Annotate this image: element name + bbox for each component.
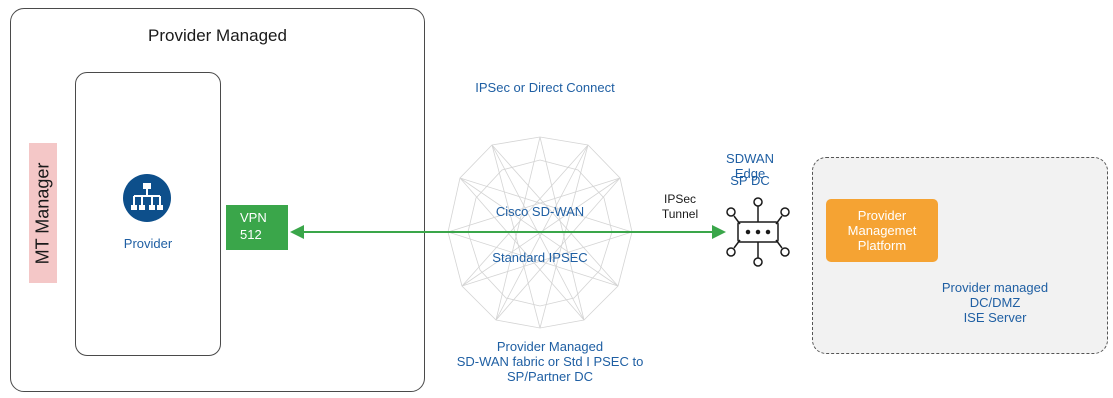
provider-managed-container bbox=[10, 8, 425, 392]
provider-management-platform-box: Provider Managemet Platform bbox=[826, 199, 938, 262]
fabric-caption-line1: Provider Managed bbox=[496, 339, 604, 354]
dc-caption-line3: ISE Server bbox=[963, 310, 1027, 325]
ipsec-tunnel-label: IPSec Tunnel bbox=[650, 192, 710, 222]
platform-line2: Managemet bbox=[847, 223, 917, 238]
ipsec-tunnel-line1: IPSec bbox=[663, 192, 696, 206]
sdwan-edge-label: SDWAN Edge bbox=[726, 151, 774, 181]
router-icon bbox=[726, 197, 790, 267]
platform-line3: Platform bbox=[857, 238, 907, 253]
ise-server-caption: Provider managed DC/DMZ ISE Server bbox=[925, 280, 1065, 325]
sp-dc-label: SP DC bbox=[730, 173, 770, 188]
standard-ipsec-label: Standard IPSEC bbox=[492, 250, 588, 265]
dc-caption-line1: Provider managed bbox=[941, 280, 1049, 295]
provider-label: Provider bbox=[123, 236, 173, 251]
platform-line1: Provider bbox=[857, 208, 907, 223]
provider-managed-title: Provider Managed bbox=[148, 26, 287, 45]
network-hierarchy-icon bbox=[123, 174, 171, 222]
vpn-512-box: VPN 512 bbox=[226, 205, 288, 250]
vpn-label-line1: VPN bbox=[240, 210, 267, 225]
mt-manager-label: MT Manager bbox=[29, 143, 57, 283]
sdwan-cloud-mesh bbox=[447, 136, 633, 329]
provider-container bbox=[75, 72, 221, 356]
vpn-label-line2: 512 bbox=[240, 227, 262, 242]
ipsec-tunnel-line2: Tunnel bbox=[661, 207, 699, 221]
fabric-caption: Provider Managed SD-WAN fabric or Std I … bbox=[440, 339, 660, 384]
ipsec-tunnel-arrow bbox=[290, 225, 726, 239]
cisco-sdwan-label: Cisco SD-WAN bbox=[495, 204, 585, 219]
fabric-caption-line2: SD-WAN fabric or Std I PSEC to bbox=[456, 354, 644, 369]
fabric-caption-line3: SP/Partner DC bbox=[507, 369, 593, 384]
dc-caption-line2: DC/DMZ bbox=[969, 295, 1021, 310]
ipsec-direct-connect-label: IPSec or Direct Connect bbox=[475, 80, 615, 95]
